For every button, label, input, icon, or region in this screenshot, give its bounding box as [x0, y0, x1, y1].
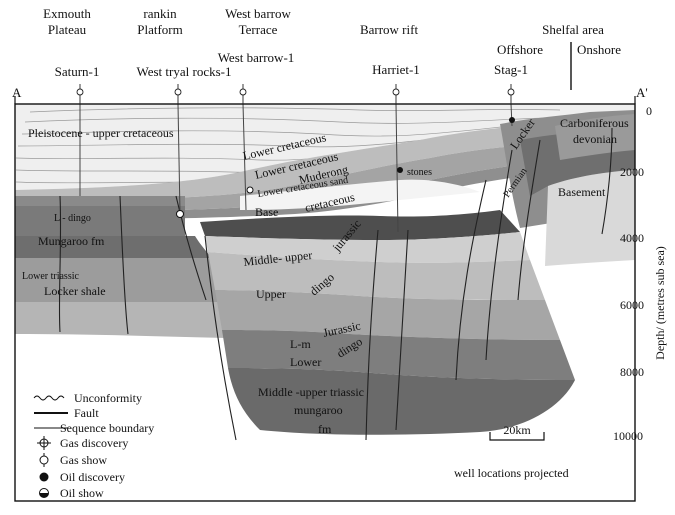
unit-upper: Upper: [256, 287, 286, 301]
layer-lower-cretaceous-sand: [240, 179, 480, 210]
gas-show-icon: [76, 84, 84, 104]
legend-unconformity: Unconformity: [74, 391, 142, 405]
depth-tick-8000: 8000: [620, 365, 644, 379]
unit-stones: stones: [407, 167, 432, 178]
layer-basement: [545, 170, 635, 266]
footnote-backdrop: [438, 440, 634, 500]
region-1-line2: Plateau: [48, 22, 87, 37]
layer-upper-dingo: [208, 252, 545, 300]
layer-middle-upper-jurassic: [205, 232, 530, 263]
layer-carboniferous-devonian: [555, 114, 635, 160]
unit-mungaroo-fm-left: Mungaroo fm: [38, 234, 105, 248]
unit-pleistocene-upper-cretaceous: Pleistocene - upper cretaceous: [28, 126, 174, 140]
layer-lower-cretaceous-1: [15, 122, 560, 202]
legend-gas-discovery: Gas discovery: [60, 436, 128, 450]
region-2-line2: Platform: [137, 22, 183, 37]
unit-base: Base: [255, 205, 278, 219]
marker-oil-discovery: [509, 117, 515, 123]
legend: Unconformity Fault Sequence boundary Gas…: [33, 391, 154, 500]
legend-backdrop: [22, 388, 198, 500]
unit-fm: fm: [318, 422, 332, 436]
layer-lower-triassic: [15, 258, 220, 302]
fault-lines: [58, 127, 613, 441]
oil-discovery-icon: [39, 472, 49, 482]
layer-lower-cretaceous-2: [15, 142, 560, 212]
region-4-line1: Barrow rift: [360, 22, 419, 37]
section-end-a-prime: A': [636, 85, 648, 100]
layer-base-cretaceous: [200, 210, 520, 240]
gas-show-icon: [239, 84, 247, 104]
layer-middle-upper-triassic-mungaroo: [228, 368, 575, 435]
unit-carboniferous: Carboniferous: [560, 116, 629, 130]
depth-axis: 0 2000 4000 6000 8000 10000 Depth/ (metr…: [613, 104, 667, 443]
oil-show-icon: [39, 488, 49, 498]
depth-axis-title: Depth/ (metres sub sea): [653, 246, 667, 360]
gas-show-icon: [174, 84, 182, 104]
gas-show-icon: [507, 84, 515, 104]
legend-fault: Fault: [74, 406, 99, 420]
region-1-line1: Exmouth: [43, 6, 91, 21]
legend-oil-show: Oil show: [60, 486, 104, 500]
scale-bar-label: 20km: [503, 423, 531, 437]
unit-devonian: devonian: [573, 132, 617, 146]
unit-l-dingo: L - dingo: [54, 213, 91, 224]
region-5-line1: Shelfal area: [542, 22, 604, 37]
well-label-west-tryal-rocks: West tryal rocks-1: [137, 64, 232, 79]
depth-tick-4000: 4000: [620, 231, 644, 245]
depth-tick-6000: 6000: [620, 298, 644, 312]
section-end-a: A: [12, 85, 22, 100]
layer-mungaroo-fm-left: [15, 236, 212, 258]
unit-basement: Basement: [558, 185, 606, 199]
layer-platform-top: [15, 196, 185, 206]
legend-oil-discovery: Oil discovery: [60, 470, 125, 484]
unit-lower: Lower: [290, 355, 321, 369]
gas-discovery-icon: [37, 436, 51, 450]
section-body: Pleistocene - upper cretaceous Lower cre…: [15, 104, 635, 501]
depth-tick-10000: 10000: [613, 429, 643, 443]
marker-gas-show: [176, 210, 184, 218]
footnote-well-locations: well locations projected: [454, 466, 569, 480]
well-lines: [79, 104, 513, 233]
unit-middle-upper-triassic: Middle -upper triassic: [258, 385, 364, 399]
layer-locker-shale: [15, 302, 226, 338]
legend-gas-show: Gas show: [60, 453, 107, 467]
subregion-onshore: Onshore: [577, 42, 621, 57]
subregion-offshore: Offshore: [497, 42, 543, 57]
scale-bar: 20km: [489, 423, 545, 441]
unit-locker-shale: Locker shale: [44, 284, 106, 298]
depth-tick-0: 0: [646, 104, 652, 118]
gas-show-icon: [392, 84, 400, 104]
well-label-west-barrow: West barrow-1: [218, 50, 295, 65]
unconformity-symbol: [33, 395, 65, 401]
layer-jurassic: [215, 290, 560, 340]
well-label-saturn: Saturn-1: [55, 64, 100, 79]
gas-show-icon: [39, 453, 49, 467]
region-3-line1: West barrow: [225, 6, 291, 21]
marker-gas-show: [246, 186, 254, 194]
layer-l-dingo: [15, 206, 185, 236]
well-labels: Saturn-1 West tryal rocks-1 West barrow-…: [55, 50, 528, 79]
region-headers: Exmouth Plateau rankin Platform West bar…: [43, 6, 621, 90]
legend-sequence-boundary: Sequence boundary: [60, 421, 154, 435]
well-label-stag: Stag-1: [494, 62, 528, 77]
well-label-harriet: Harriet-1: [372, 62, 420, 77]
well-tops: [76, 84, 515, 104]
unit-lower-triassic: Lower triassic: [22, 271, 79, 282]
unit-mungaroo: mungaroo: [294, 403, 343, 417]
unit-l-m: L-m: [290, 337, 311, 351]
region-2-line1: rankin: [143, 6, 177, 21]
section-frame: [14, 103, 636, 502]
depth-tick-2000: 2000: [620, 165, 644, 179]
marker-oil-discovery: [397, 167, 403, 173]
region-3-line2: Terrace: [239, 22, 278, 37]
